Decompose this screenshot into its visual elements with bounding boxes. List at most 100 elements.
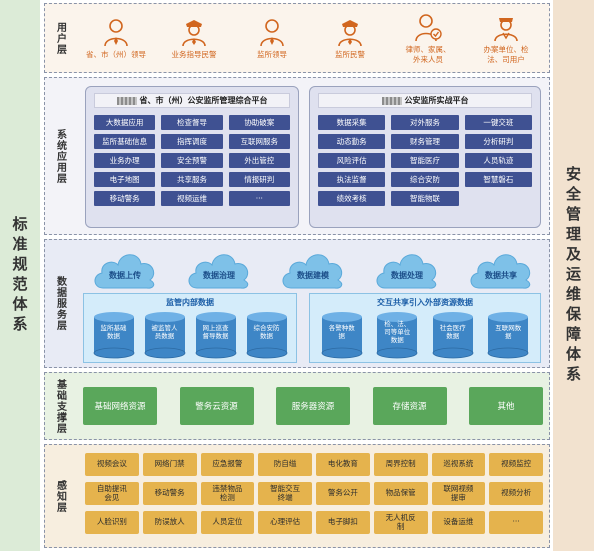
module-item: 业务办理 xyxy=(94,153,156,168)
module-item: 电子地图 xyxy=(94,172,156,187)
redaction-mark xyxy=(381,96,402,105)
cloud-item: 数据治理 xyxy=(183,244,255,294)
cloud-row: 数据上传 数据治理 数据建模 数据处理 数据共享 xyxy=(81,244,545,296)
user-item: 律师、家属、 外来人员 xyxy=(391,12,465,64)
module-item: 移动警务 xyxy=(94,191,156,206)
module-item: 智能物联 xyxy=(391,191,459,206)
perception-item: 人脸识别 xyxy=(85,511,139,534)
cloud-icon xyxy=(282,254,343,289)
layer-label: 数据服务层 xyxy=(54,276,66,331)
infra-layer: 基础支撑层 基础网络资源 警务云资源 服务器资源 存储资源 其他 xyxy=(44,372,550,440)
perception-item: 视频监控 xyxy=(489,453,543,476)
cloud-item: 数据上传 xyxy=(89,244,161,294)
perception-item: 人员定位 xyxy=(200,511,255,534)
infra-item: 存储资源 xyxy=(372,387,447,425)
user-item: 监所领导 xyxy=(235,17,309,59)
practical-platform: 公安监所实战平台 数据采集 对外服务 一键交班 动态勤务 财务管理 分析研判 风… xyxy=(309,86,541,228)
infra-item: 基础网络资源 xyxy=(83,387,157,425)
module-item: 大数据应用 xyxy=(94,115,156,130)
security-banner: 安全管理及运维保障体系 xyxy=(553,0,594,551)
module-item: 检查督导 xyxy=(161,115,223,130)
module-item: 协助破案 xyxy=(228,115,290,130)
perception-item: 视频分析 xyxy=(489,482,543,505)
infra-row: 基础网络资源 警务云资源 服务器资源 存储资源 其他 xyxy=(83,387,543,425)
database-icon xyxy=(487,312,529,359)
perception-item: 无人机反 制 xyxy=(373,511,428,534)
cloud-icon xyxy=(188,254,249,289)
database-icon xyxy=(144,312,185,359)
module-item: 共享服务 xyxy=(161,172,223,187)
officer-icon xyxy=(494,18,518,42)
database-icon xyxy=(376,312,418,359)
perception-item: 周界控制 xyxy=(373,453,428,476)
perception-layer: 感知层 视频会议 网络门禁 应急报警 防自缢 电化教育 周界控制 巡视系统 视频… xyxy=(44,444,550,548)
user-list: 省、市（州）领导 业务指导民警 监所领导 监所民警 律师、家属、 外来人员 办案… xyxy=(77,6,545,70)
security-title: 安全管理及运维保障体系 xyxy=(564,165,582,386)
cylinder-row: 各警种数 据 检、法、 司等单位 数据 社会医疗 数据 互联网数 据 xyxy=(314,310,536,360)
infra-item: 服务器资源 xyxy=(276,387,350,425)
perception-item: 违禁物品 检测 xyxy=(200,482,255,505)
database-item: 检、法、 司等单位 数据 xyxy=(375,310,419,360)
perception-item: 联网视频 提审 xyxy=(431,482,486,505)
module-item: 对外服务 xyxy=(391,115,459,130)
user-label: 监所领导 xyxy=(257,49,287,59)
perception-item: 心理评估 xyxy=(258,511,312,534)
perception-item: 自助提讯 会见 xyxy=(85,482,139,505)
perception-item: 防误放人 xyxy=(142,511,197,534)
database-item: 各警种数 据 xyxy=(320,310,364,360)
module-item: 分析研判 xyxy=(464,134,532,149)
module-item: 综合安防 xyxy=(391,172,459,187)
module-item: 动态勤务 xyxy=(318,134,386,149)
platform-title: 省、市（州）公安监所管理综合平台 xyxy=(94,93,290,108)
perception-item: 物品保管 xyxy=(373,482,428,505)
user-label: 业务指导民警 xyxy=(171,49,217,59)
police-icon xyxy=(338,19,362,47)
infra-item: 警务云资源 xyxy=(179,387,254,425)
database-item: 互联网数 据 xyxy=(486,310,530,360)
cloud-item: 数据处理 xyxy=(371,244,443,294)
redaction-mark xyxy=(116,96,137,105)
official-icon xyxy=(260,19,284,47)
module-item: 指挥调度 xyxy=(161,134,223,149)
perception-item: 巡视系统 xyxy=(431,453,486,476)
standards-banner: 标准规范体系 xyxy=(0,0,40,551)
perception-item: 视频会议 xyxy=(85,453,139,476)
user-layer: 用户层 省、市（州）领导 业务指导民警 监所领导 监所民警 律师、家属、 外来人… xyxy=(44,3,550,73)
perception-item: 应急报警 xyxy=(200,453,255,476)
system-layer: 系统应用层 省、市（州）公安监所管理综合平台 大数据应用 检查督导 协助破案 监… xyxy=(44,77,550,235)
police-icon xyxy=(182,19,206,47)
database-item: 被监管人 员数据 xyxy=(143,310,187,360)
data-box-title: 监管内部数据 xyxy=(166,298,214,307)
cloud-icon xyxy=(470,254,531,289)
perception-grid: 视频会议 网络门禁 应急报警 防自缢 电化教育 周界控制 巡视系统 视频监控 自… xyxy=(85,453,543,534)
database-icon xyxy=(195,312,236,359)
cloud-item: 数据共享 xyxy=(465,244,537,294)
layer-label: 感知层 xyxy=(54,479,66,513)
database-icon xyxy=(93,312,134,359)
visitor-icon xyxy=(415,14,442,42)
module-item: 安全预警 xyxy=(161,153,223,168)
module-item: 数据采集 xyxy=(318,115,386,130)
standards-title: 标准规范体系 xyxy=(10,215,29,336)
perception-item: 电化教育 xyxy=(316,453,370,476)
perception-item: 智能交互 终端 xyxy=(258,482,312,505)
perception-item: 警务公开 xyxy=(316,482,370,505)
perception-item: ··· xyxy=(489,511,543,534)
perception-item: 防自缢 xyxy=(258,453,312,476)
perception-item: 网络门禁 xyxy=(142,453,197,476)
database-item: 网上巡查 督导数据 xyxy=(194,310,238,360)
module-item: 风险评估 xyxy=(318,153,386,168)
user-label: 监所民警 xyxy=(335,49,365,59)
cylinder-row: 监所基础 数据 被监管人 员数据 网上巡查 督导数据 综合安防 数据 xyxy=(88,310,292,360)
layer-label: 系统应用层 xyxy=(54,128,66,184)
module-item: 互联网服务 xyxy=(228,134,290,149)
layer-label: 用户层 xyxy=(54,21,66,55)
module-item: 财务管理 xyxy=(391,134,459,149)
data-box-title: 交互共享引入外部资源数据 xyxy=(377,298,473,307)
cloud-icon xyxy=(376,254,437,289)
module-item: 人员轨迹 xyxy=(464,153,532,168)
internal-data-box: 监管内部数据 监所基础 数据 被监管人 员数据 网上巡查 督导数据 综合安防 数… xyxy=(83,293,297,363)
perception-item: 设备运维 xyxy=(431,511,486,534)
database-item: 社会医疗 数据 xyxy=(431,310,475,360)
module-grid: 数据采集 对外服务 一键交班 动态勤务 财务管理 分析研判 风险评估 智能医疗 … xyxy=(318,115,532,206)
